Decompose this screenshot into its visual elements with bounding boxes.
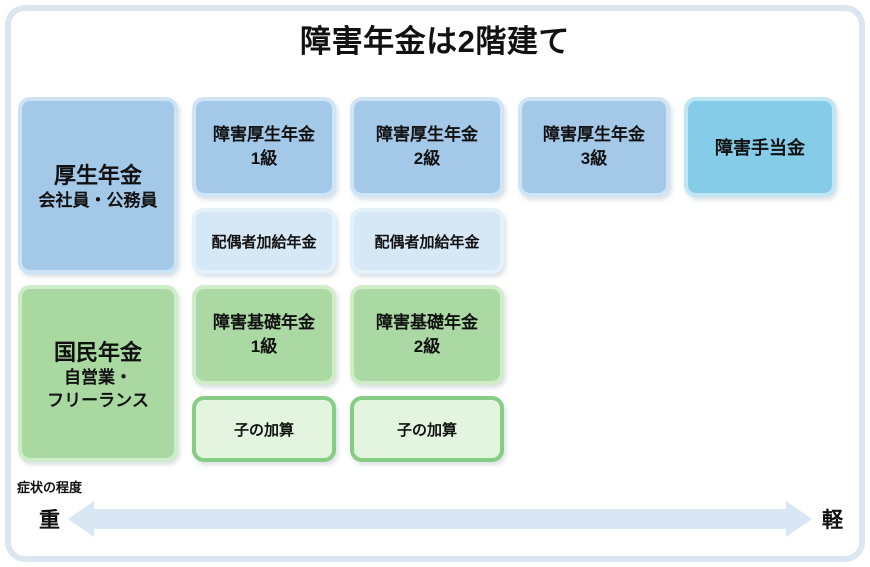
- benefit-box-shogai-kosei-1kyu: 障害厚生年金 1級: [192, 97, 336, 197]
- addition-box-child-1: 子の加算: [192, 396, 336, 462]
- tier-title: 厚生年金: [53, 163, 142, 189]
- benefit-box-shogai-teatekin: 障害手当金: [684, 97, 836, 197]
- outer-frame: [5, 5, 865, 562]
- tier-header-kosei-nenkin: 厚生年金 会社員・公務員: [18, 97, 178, 274]
- addition-box-child-2: 子の加算: [350, 396, 504, 462]
- tier-title: 国民年金: [53, 339, 142, 365]
- severity-heavy-label: 重: [39, 509, 60, 532]
- benefit-box-shogai-kosei-3kyu: 障害厚生年金 3級: [518, 97, 670, 197]
- tier-subtitle: 会社員・公務員: [38, 191, 158, 211]
- severity-axis-caption: 症状の程度: [17, 480, 83, 495]
- pension-grid: 厚生年金 会社員・公務員 障害厚生年金 1級 障害厚生年金 2級 障害厚生年金 …: [18, 97, 836, 462]
- severity-axis: 症状の程度 重 軽: [15, 477, 843, 539]
- benefit-box-shogai-kiso-1kyu: 障害基礎年金 1級: [192, 285, 336, 385]
- tier-header-kokumin-nenkin: 国民年金 自営業・ フリーランス: [18, 285, 178, 462]
- addition-box-spouse-2: 配偶者加給年金: [350, 208, 504, 274]
- benefit-box-shogai-kiso-2kyu: 障害基礎年金 2級: [350, 285, 504, 385]
- benefit-box-shogai-kosei-2kyu: 障害厚生年金 2級: [350, 97, 504, 197]
- page-title: 障害年金は2階建て: [300, 24, 570, 59]
- severity-axis-row: 重 軽: [15, 499, 843, 539]
- double-arrow-icon: [94, 509, 786, 529]
- addition-box-spouse-1: 配偶者加給年金: [192, 208, 336, 274]
- severity-light-label: 軽: [822, 509, 843, 532]
- tier-subtitle: 自営業・ フリーランス: [47, 367, 149, 410]
